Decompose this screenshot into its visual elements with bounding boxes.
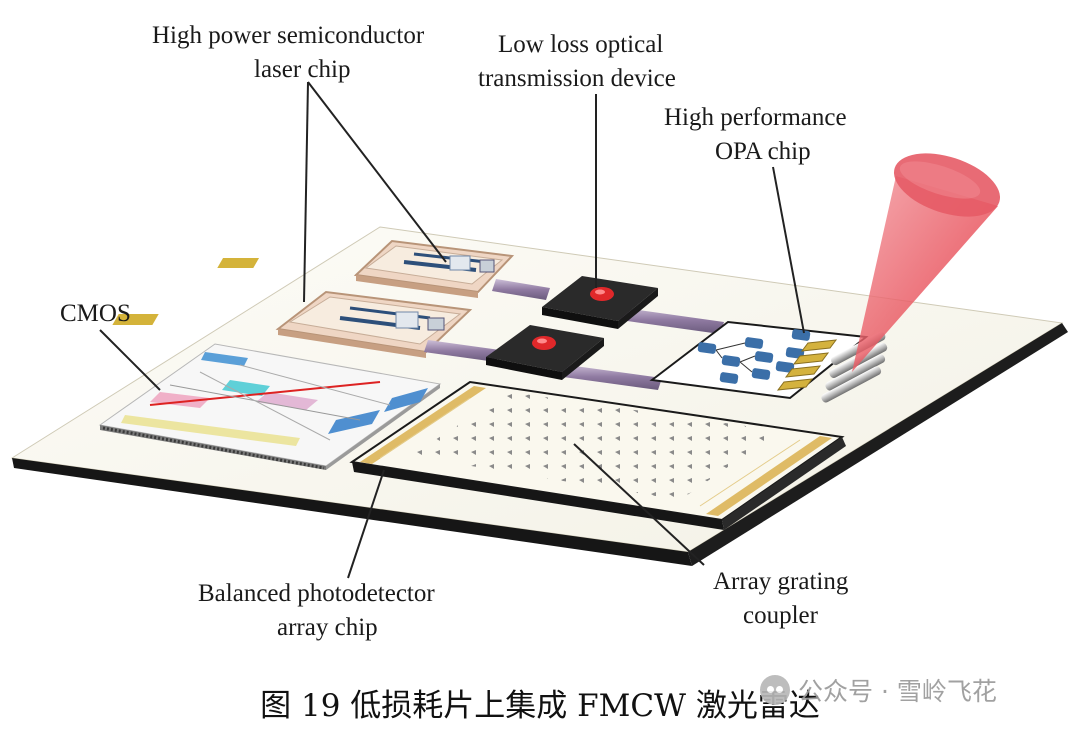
opa-chip	[649, 320, 869, 400]
label-opa-line2: OPA chip	[715, 138, 811, 165]
laser-chip-back	[217, 239, 515, 298]
label-opa-line1: High performance	[664, 104, 847, 131]
label-photodetector-line2: array chip	[277, 614, 378, 641]
label-transmission-line1: Low loss optical	[498, 31, 664, 58]
transmission-device-back	[542, 276, 658, 329]
figure-caption: 图 19 低损耗片上集成 FMCW 激光雷达	[260, 688, 820, 724]
cmos-chip	[98, 343, 442, 470]
label-laser-chip-line1: High power semiconductor	[152, 22, 425, 49]
watermark-text: 公众号 · 雪岭飞花	[798, 677, 997, 706]
laser-chip-front	[112, 290, 473, 358]
label-cmos: CMOS	[60, 300, 131, 327]
transmission-device-front	[486, 325, 604, 380]
label-transmission-line2: transmission device	[478, 65, 676, 92]
watermark: 公众号 · 雪岭飞花	[760, 670, 997, 710]
wechat-icon	[760, 675, 790, 705]
leader-lines	[99, 81, 805, 579]
label-grating-line2: coupler	[743, 602, 818, 629]
laser-beam-cone	[852, 153, 1001, 372]
label-photodetector-line1: Balanced photodetector	[198, 580, 435, 607]
label-laser-chip-line2: laser chip	[254, 56, 351, 83]
photodetector-grating-chip	[349, 380, 846, 530]
label-grating-line1: Array grating	[713, 568, 849, 595]
waveguides	[424, 279, 724, 390]
